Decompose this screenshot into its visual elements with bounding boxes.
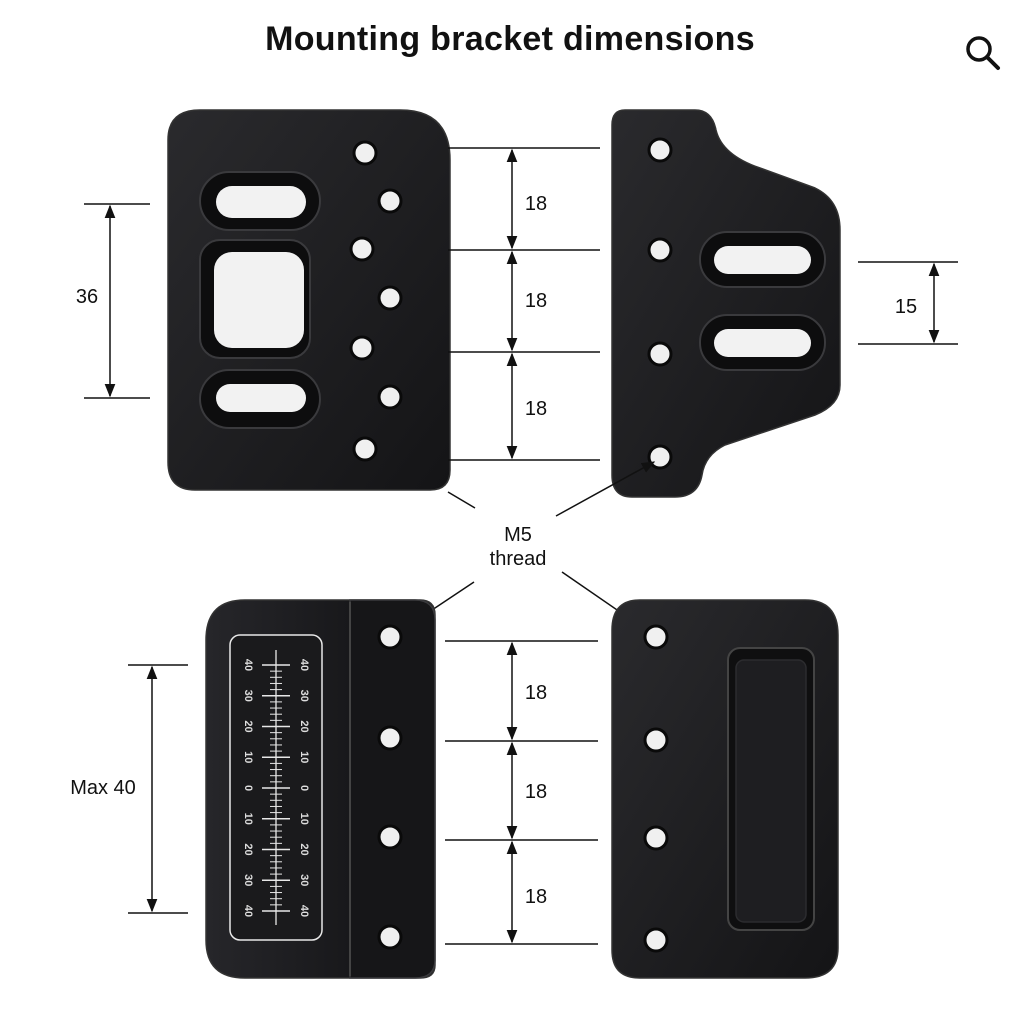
top-left-plate — [167, 109, 451, 491]
hole — [377, 188, 403, 214]
dim-bottom-spacing: 18 18 18 — [445, 640, 598, 945]
scale-label-right: 40 — [298, 659, 310, 671]
dim-label-top-18c: 18 — [525, 398, 547, 420]
dim-top-left-height: 36 — [76, 203, 150, 399]
hole — [349, 236, 375, 262]
scale-label-right: 30 — [298, 874, 310, 886]
hole — [377, 725, 403, 751]
page-title: Mounting bracket dimensions — [265, 20, 755, 58]
bottom-right-plate — [611, 599, 839, 979]
scale-label-left: 30 — [242, 690, 254, 702]
bottom-left-bracket: 40 40 30 30 20 20 10 10 0 0 10 10 20 20 30 30 40 40 — [205, 599, 436, 979]
scale-label-left: 40 — [242, 905, 254, 917]
magnifier-icon — [966, 36, 1000, 70]
callout-line1: M5 — [504, 524, 532, 546]
hole — [377, 384, 403, 410]
scale-label-right: 20 — [298, 720, 310, 732]
hole — [647, 237, 673, 263]
hole — [352, 140, 378, 166]
hole — [377, 824, 403, 850]
hole — [647, 341, 673, 367]
dim-bottom-left-max: Max 40 — [70, 664, 188, 914]
scale-label-right: 40 — [298, 905, 310, 917]
hole — [352, 436, 378, 462]
hole — [349, 335, 375, 361]
scale-label-left: 10 — [242, 813, 254, 825]
scale-label-right: 30 — [298, 690, 310, 702]
scale-label-right: 0 — [298, 785, 310, 791]
scale-label-left: 20 — [242, 843, 254, 855]
callout-line2: thread — [490, 548, 547, 570]
dim-label-top-18a: 18 — [525, 193, 547, 215]
hole — [647, 444, 673, 470]
scale-label-left: 10 — [242, 751, 254, 763]
hole — [377, 924, 403, 950]
scale-label-left: 0 — [242, 785, 254, 791]
dim-label-max40: Max 40 — [70, 777, 136, 799]
m5-callout: M5 thread — [394, 461, 656, 635]
hole — [643, 727, 669, 753]
scale-label-left: 30 — [242, 874, 254, 886]
hole — [377, 624, 403, 650]
hole — [643, 825, 669, 851]
dim-label-36: 36 — [76, 286, 98, 308]
hole — [643, 624, 669, 650]
hole — [643, 927, 669, 953]
zoom-button[interactable] — [960, 30, 1004, 74]
dim-top-spacing: 18 18 18 — [448, 147, 600, 461]
dim-label-bottom-18b: 18 — [525, 781, 547, 803]
dim-top-right-slot: 15 — [858, 261, 958, 345]
dim-label-15: 15 — [895, 296, 917, 318]
hole — [377, 285, 403, 311]
scale-label-right: 20 — [298, 843, 310, 855]
dim-label-bottom-18c: 18 — [525, 886, 547, 908]
dim-label-bottom-18a: 18 — [525, 682, 547, 704]
scale-label-left: 20 — [242, 720, 254, 732]
hole — [647, 137, 673, 163]
top-right-plate — [611, 109, 841, 498]
scale-label-left: 40 — [242, 659, 254, 671]
scale-label-right: 10 — [298, 751, 310, 763]
dim-label-top-18b: 18 — [525, 290, 547, 312]
scale-label-right: 10 — [298, 813, 310, 825]
